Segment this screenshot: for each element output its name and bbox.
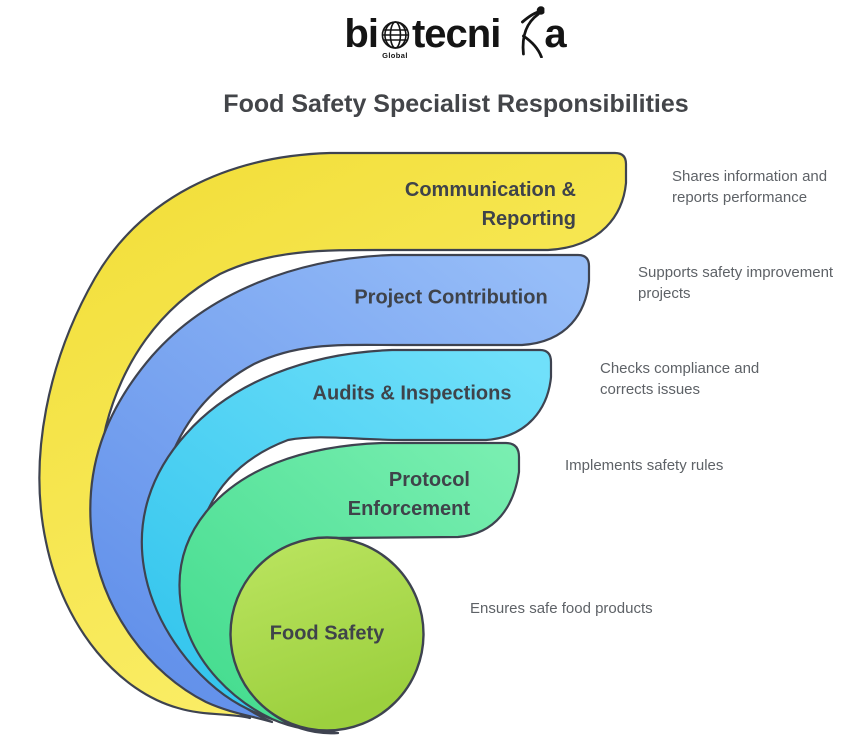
- label-communication-reporting: Communication & Reporting: [404, 179, 576, 230]
- logo-text-bi: bi: [344, 12, 379, 56]
- logo-text-tecni: tecni: [411, 12, 501, 56]
- desc-food-safety: Ensures safe food products: [470, 600, 653, 617]
- desc-communication-reporting: Shares information and reports performan…: [672, 168, 828, 206]
- desc-protocol-enforcement: Implements safety rules: [565, 457, 724, 474]
- brain-globe-icon: [381, 21, 409, 49]
- desc-audits-inspections: Checks compliance and corrects issues: [600, 360, 760, 398]
- logo-text-a: a: [544, 12, 566, 56]
- label-audits-inspections: Audits & Inspections: [312, 382, 512, 405]
- globe-wrap: Global: [379, 19, 411, 60]
- label-protocol-enforcement: Protocol Enforcement: [347, 469, 470, 520]
- food-safety-circle: [229, 536, 425, 732]
- label-project-contribution: Project Contribution: [354, 286, 548, 309]
- logo-global-caption: Global: [382, 51, 408, 60]
- label-food-safety: Food Safety: [269, 622, 385, 645]
- dancer-k-icon: [502, 4, 546, 63]
- page-title: Food Safety Specialist Responsibilities: [223, 90, 689, 118]
- ring-protocol-shape: [178, 441, 521, 735]
- biotecnika-logo: bi Global tecni: [344, 4, 567, 63]
- desc-project-contribution: Supports safety improvement projects: [638, 264, 834, 302]
